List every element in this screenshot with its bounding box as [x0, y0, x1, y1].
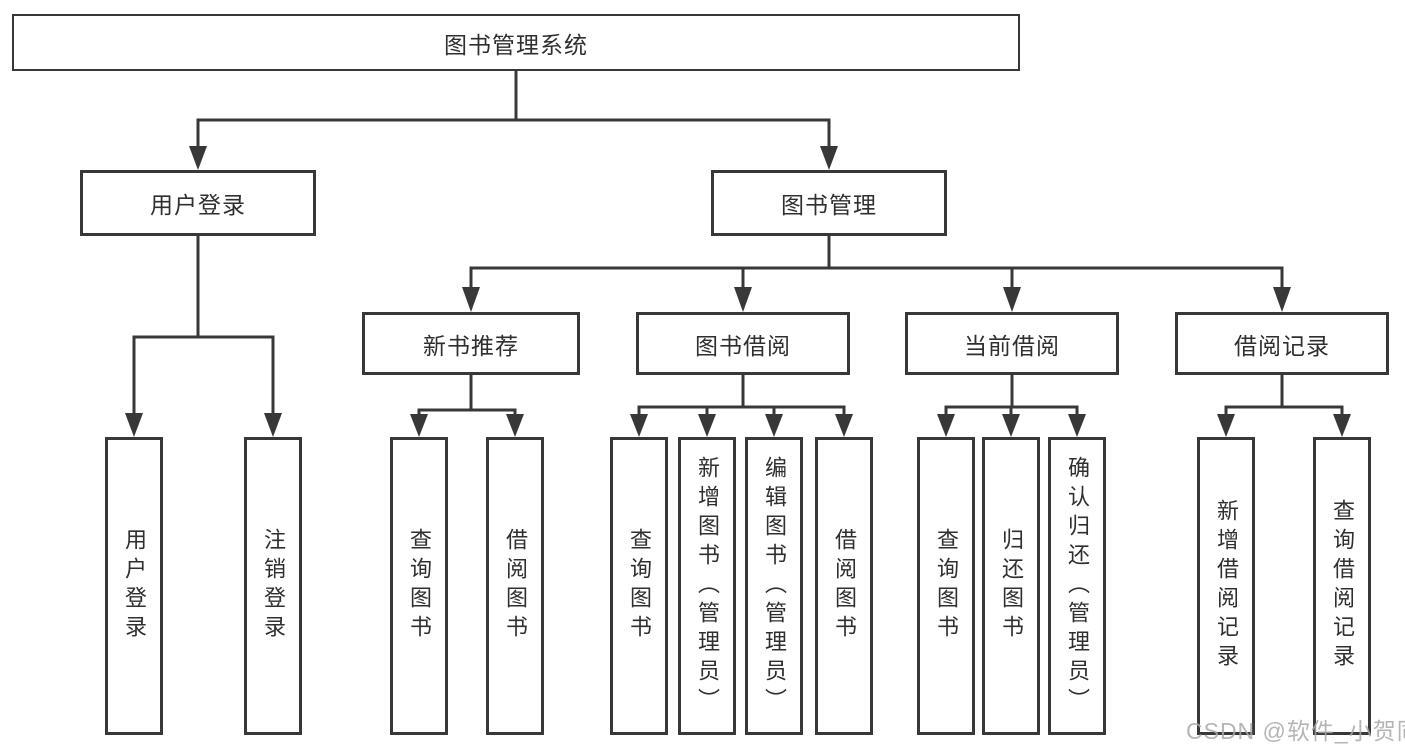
- node-book-borrowing: 图书借阅: [636, 312, 850, 375]
- connector-login-branch: [125, 236, 282, 437]
- leaf-query-books-current: 查询图书: [917, 437, 975, 735]
- leaf-label: 用户登录: [122, 528, 147, 644]
- leaf-borrow-books: 借阅图书: [815, 437, 873, 735]
- node-new-book-recommendation: 新书推荐: [362, 312, 580, 375]
- csdn-watermark: CSDN @软件_小贺同学: [1186, 718, 1405, 744]
- leaf-query-books-rec: 查询图书: [390, 437, 448, 735]
- connector-newrec-branch: [410, 375, 524, 437]
- node-library-management-system: 图书管理系统: [12, 14, 1020, 71]
- leaf-edit-books-admin: 编辑图书（管理员）: [745, 437, 803, 735]
- leaf-borrow-books-rec: 借阅图书: [486, 437, 544, 735]
- leaf-label: 查询借阅记录: [1330, 499, 1355, 673]
- node-borrowing-records: 借阅记录: [1175, 312, 1389, 375]
- leaf-label: 编辑图书（管理员）: [762, 455, 787, 717]
- node-book-management: 图书管理: [711, 170, 947, 236]
- leaf-confirm-return-admin: 确认归还（管理员）: [1048, 437, 1106, 735]
- leaf-query-books-borrow: 查询图书: [610, 437, 668, 735]
- connector-mgmt-to-level3: [462, 236, 1291, 312]
- leaf-query-borrow-record: 查询借阅记录: [1313, 437, 1371, 735]
- connector-records-branch: [1217, 375, 1351, 437]
- connector-borrow-branch: [630, 375, 853, 437]
- leaf-label: 注销登录: [261, 528, 286, 644]
- leaf-label: 查询图书: [407, 528, 432, 644]
- leaf-label: 借阅图书: [832, 528, 857, 644]
- leaf-user-login: 用户登录: [105, 437, 163, 735]
- leaf-label: 查询图书: [934, 528, 959, 644]
- connector-current-branch: [937, 375, 1086, 437]
- leaf-label: 新增借阅记录: [1214, 499, 1239, 673]
- leaf-label: 查询图书: [627, 528, 652, 644]
- leaf-label: 归还图书: [999, 528, 1024, 644]
- leaf-logout: 注销登录: [244, 437, 302, 735]
- leaf-add-borrow-record: 新增借阅记录: [1197, 437, 1255, 735]
- leaf-return-books: 归还图书: [982, 437, 1040, 735]
- node-user-login: 用户登录: [80, 170, 316, 236]
- connector-root-to-level2: [189, 71, 838, 170]
- leaf-label: 新增图书（管理员）: [695, 455, 720, 717]
- leaf-label: 确认归还（管理员）: [1065, 455, 1090, 717]
- leaf-label: 借阅图书: [503, 528, 528, 644]
- node-current-borrowing: 当前借阅: [905, 312, 1119, 375]
- leaf-add-books-admin: 新增图书（管理员）: [678, 437, 736, 735]
